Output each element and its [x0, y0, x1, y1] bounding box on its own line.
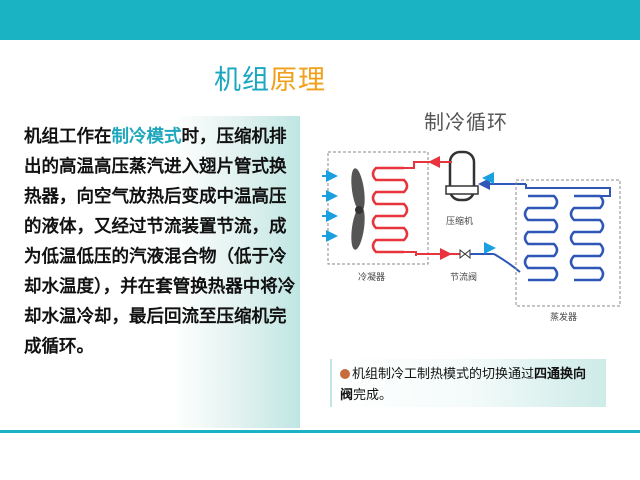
fan-icon [351, 168, 365, 250]
top-banner-bar [0, 0, 640, 40]
diagram-title: 制冷循环 [424, 110, 508, 134]
note-before: 机组制冷工制热模式的切换通过 [352, 367, 535, 382]
evaporator-coil-2 [569, 194, 605, 282]
refrigeration-cycle-diagram: 制冷循环 压缩机 冷凝器 节流阀 蒸发器 [318, 100, 634, 330]
bullet-icon [340, 369, 350, 379]
condenser-coil [371, 166, 409, 254]
note-box: 机组制冷工制热模式的切换通过四通换向阀完成。 [330, 359, 606, 407]
slide-title: 机组原理 [214, 58, 326, 97]
description-after: 时，压缩机排出的高温高压蒸汽进入翅片管式换热器，向空气放热后变成中温高压的液体，… [24, 127, 296, 357]
condenser-box [327, 151, 429, 265]
title-part-1: 机组 [214, 65, 270, 96]
bottom-divider [0, 430, 640, 433]
note-after: 完成。 [353, 388, 393, 403]
description-box: 机组工作在制冷模式时，压缩机排出的高温高压蒸汽进入翅片管式换热器，向空气放热后变… [18, 116, 300, 428]
compressor-label: 压缩机 [446, 217, 474, 227]
note-highlight: 四通换向阀 [340, 367, 587, 403]
description-highlight: 制冷模式 [111, 127, 182, 147]
evaporator-label: 蒸发器 [550, 313, 578, 323]
cycle-schematic [322, 150, 621, 307]
evaporator-box [515, 179, 621, 307]
condenser-label: 冷凝器 [358, 273, 386, 283]
description-text: 机组工作在制冷模式时，压缩机排出的高温高压蒸汽进入翅片管式换热器，向空气放热后变… [24, 122, 296, 362]
title-part-2: 原理 [270, 65, 326, 96]
air-flow-arrows [322, 170, 338, 242]
expansion-valve-icon [450, 248, 486, 260]
compressor-icon [445, 150, 479, 202]
description-before: 机组工作在 [24, 127, 112, 147]
valve-label: 节流阀 [450, 273, 478, 283]
evaporator-coil-1 [523, 194, 559, 282]
